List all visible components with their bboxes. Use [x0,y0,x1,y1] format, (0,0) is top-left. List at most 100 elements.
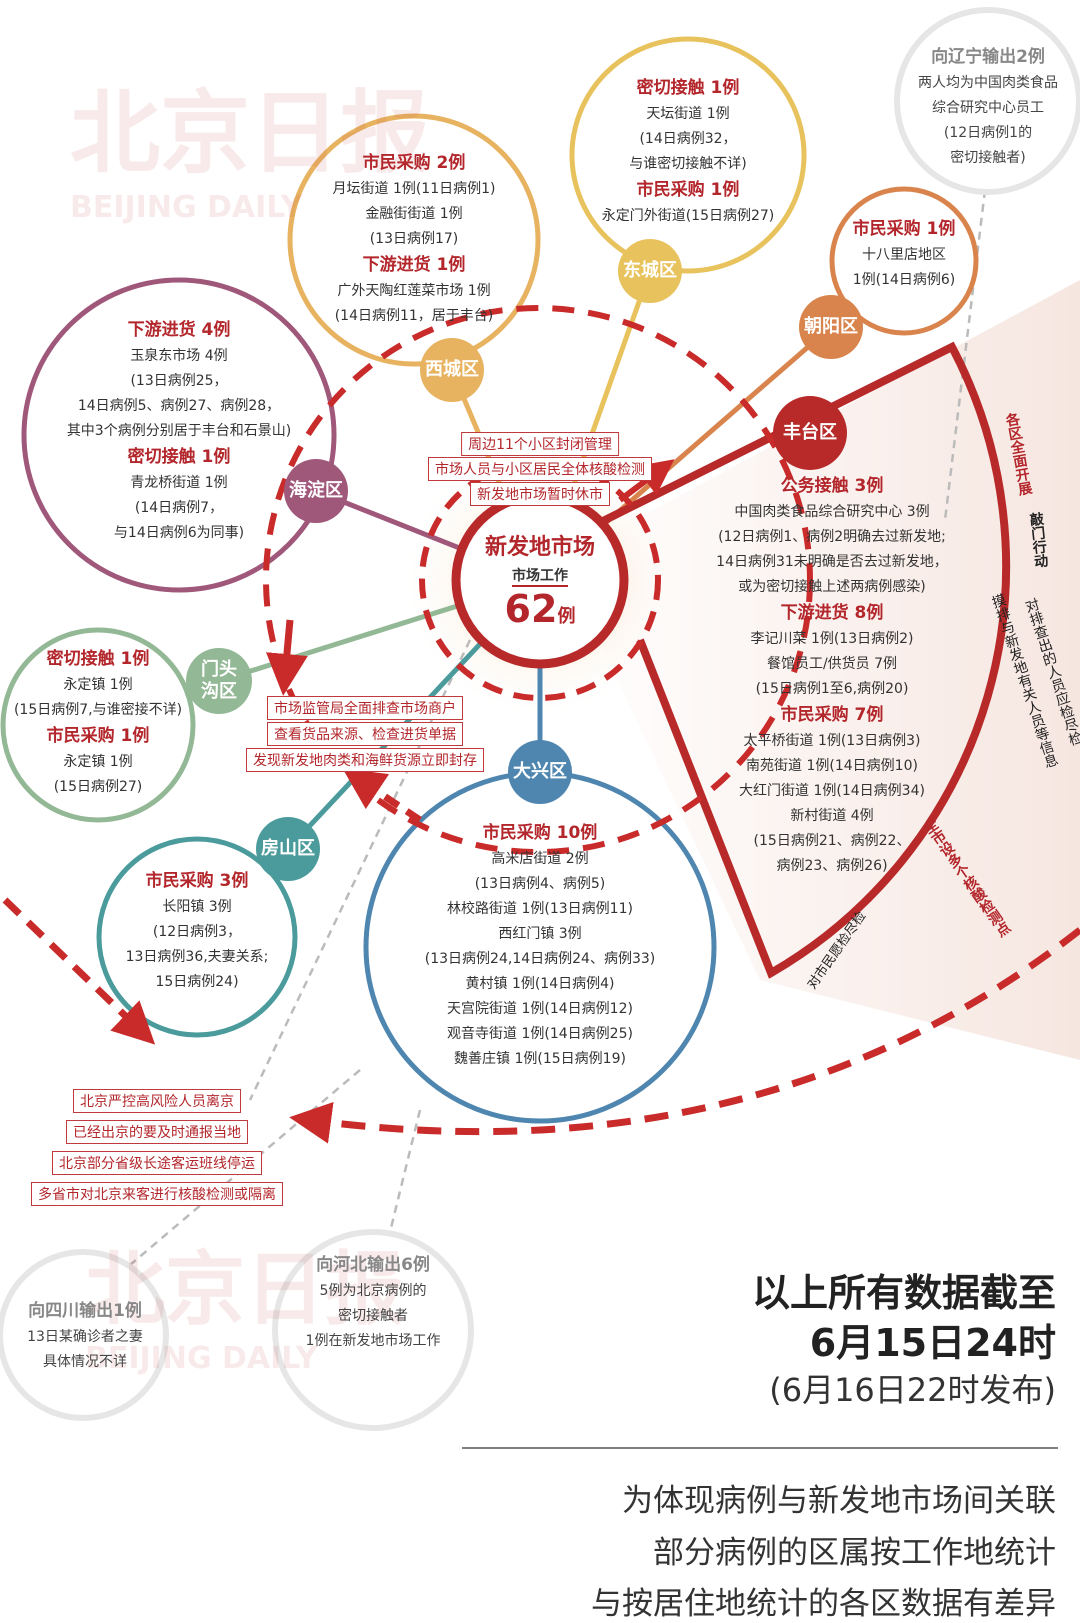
category-title: 下游进货 4例 [127,320,231,340]
case-line: 天坛街道 1例 [646,106,730,122]
center-market-name: 新发地市场 [484,535,596,560]
case-line: 餐馆员工/供货员 7例 [766,656,898,672]
district-block-fengtai: 公务接触 3例中国肉类食品综合研究中心 3例 (12日病例1、病例2明确去过新发地… [716,473,948,879]
category-title: 市民采购 2例 [362,153,466,173]
case-line: 病例23、病例26) [776,858,888,874]
measure-box: 周边11个小区封闭管理 [461,432,619,456]
category-title: 市民采购 7例 [780,705,884,725]
case-line: 13日某确诊者之妻 [27,1329,143,1345]
node-xicheng[interactable]: 西城区 [420,338,484,402]
node-chaoyang[interactable]: 朝阳区 [799,295,863,359]
case-line: 观音寺街道 1例(14日病例25) [447,1026,633,1042]
case-line: 黄村镇 1例(14日病例4) [465,976,615,992]
category-title: 下游进货 1例 [362,255,466,275]
case-line: 1例在新发地市场工作 [305,1333,441,1349]
case-line: (15日病例27) [53,779,143,795]
measure-box: 发现新发地肉类和海鲜货源立即封存 [246,748,484,772]
case-line: 或为密切接触上述两病例感染) [738,579,926,595]
case-line: 永定门外街道(15日病例27) [601,208,775,224]
case-line: 天宫院街道 1例(14日病例12) [447,1001,633,1017]
case-line: 密切接触者 [337,1308,408,1324]
category-title: 公务接触 3例 [780,476,884,496]
district-block-fangshan: 市民采购 3例长阳镇 3例 (12日病例3， 13日病例36,夫妻关系; 15日病例2… [126,868,269,995]
footer-line1: 以上所有数据截至 [751,1271,1056,1315]
case-line: 永定镇 1例 [63,677,133,693]
case-line: 5例为北京病例的 [319,1283,427,1299]
node-fangshan[interactable]: 房山区 [256,817,320,881]
district-block-dongcheng: 密切接触 1例天坛街道 1例(14日病例32，与谁密切接触不详)市民采购 1例永… [602,75,775,229]
case-line: 月坛街道 1例(11日病例1) [332,181,496,197]
category-title: 下游进货 8例 [780,603,884,623]
case-line: 与谁密切接触不详) [629,156,747,172]
case-line: 永定镇 1例 [63,754,133,770]
case-line: 南苑街道 1例(14日病例10) [746,758,918,774]
watermark-cn: 北京日报 [70,80,430,186]
node-fengtai[interactable]: 丰台区 [773,396,847,470]
case-line: 两人均为中国肉类食品 [918,75,1058,91]
district-block-sichuan: 向四川输出1例 13日某确诊者之妻具体情况不详 [27,1298,143,1375]
case-line: 金融街街道 1例 [365,206,463,222]
case-line: 长阳镇 3例 [162,899,232,915]
case-line: 十八里店地区 [862,247,946,263]
measure-box: 北京严控高风险人员离京 [73,1089,241,1113]
case-line: 密切接触者) [950,150,1026,166]
dashed-ring [263,305,813,855]
center-count: 62 [504,587,558,631]
node-haidian[interactable]: 海淀区 [284,459,348,523]
case-line: (15日病例1至6,病例20) [755,681,909,697]
case-line: 玉泉东市场 4例 [130,348,228,364]
node-daxing[interactable]: 大兴区 [508,740,572,804]
category-title: 密切接触 1例 [636,78,740,98]
case-line: 13日病例36,夫妻关系; [125,949,269,965]
category-title: 向四川输出1例 [28,1301,142,1321]
case-line: 与14日病例6为同事) [113,525,245,541]
case-line: 大红门街道 1例(14日病例34) [739,783,925,799]
fengtai-sector [593,341,1011,979]
measure-box: 多省市对北京来客进行核酸检测或隔离 [31,1182,283,1206]
district-block-haidian: 下游进货 4例玉泉东市场 4例 (13日病例25， 14日病例5、病例27、病例28… [67,317,291,546]
measure-box: 查看货品来源、检查进货单据 [267,722,463,746]
case-line: 中国肉类食品综合研究中心 3例 [734,504,930,520]
case-line: 太平桥街道 1例(13日病例3) [743,733,921,749]
watermark-en: BEIJING DAILY [85,1341,318,1376]
case-line: (13日病例25， [130,373,228,389]
case-line: (15日病例21、病例22、 [753,833,911,849]
district-block-daxing: 市民采购 10例高米店街道 2例(13日病例4、病例5)林校路街道 1例(13日… [425,820,655,1072]
case-line: (14日病例32， [639,131,737,147]
watermark-cn: 北京日报 [85,1242,405,1336]
case-line: 14日病例31未明确是否去过新发地， [716,554,948,570]
category-title: 向河北输出6例 [316,1255,430,1275]
case-line: 15日病例24) [155,974,239,990]
case-line: 广外天陶红莲菜市场 1例 [337,283,491,299]
case-line: (12日病例1、病例2明确去过新发地; [718,529,946,545]
category-title: 市民采购 1例 [46,726,150,746]
case-line: (13日病例4、病例5) [474,876,606,892]
watermark-logo-bottom: 北京日报 BEIJING DAILY [85,1225,405,1376]
category-title: 市民采购 1例 [852,219,956,239]
case-line: (13日病例24,14日病例24、病例33) [424,951,656,967]
case-line: 综合研究中心员工 [932,100,1044,116]
case-line: 西红门镇 3例 [498,926,582,942]
measure-box: 市场监管局全面排查市场商户 [267,696,463,720]
case-line: (13日病例17) [369,231,459,247]
footer-note: 部分病例的区属按工作地统计 [653,1535,1056,1571]
case-line: (14日病例7， [134,500,224,516]
footer-line2: 6月15日24时 [809,1321,1056,1365]
center-unit: 例 [557,606,576,627]
watermark-en: BEIJING DAILY [70,190,303,225]
node-mentougou[interactable]: 门头沟区 [186,648,252,714]
case-line: (14日病例11，居于丰台) [334,308,494,324]
measure-box: 市场人员与小区居民全体核酸检测 [428,457,652,481]
case-line: 其中3个病例分别居于丰台和石景山) [66,423,292,439]
case-line: (12日病例3， [152,924,242,940]
category-title: 市民采购 10例 [482,823,598,843]
node-dongcheng[interactable]: 东城区 [618,239,682,303]
case-line: 具体情况不详 [42,1354,127,1370]
district-block-mentougou: 密切接触 1例永定镇 1例(15日病例7,与谁密接不详)市民采购 1例永定镇 1… [14,646,182,800]
case-line: 1例(14日病例6) [852,272,956,288]
case-line: 14日病例5、病例27、病例28， [77,398,281,414]
category-title: 市民采购 3例 [145,871,249,891]
case-line: 新村街道 4例 [790,808,874,824]
measure-box: 已经出京的要及时通报当地 [66,1120,248,1144]
